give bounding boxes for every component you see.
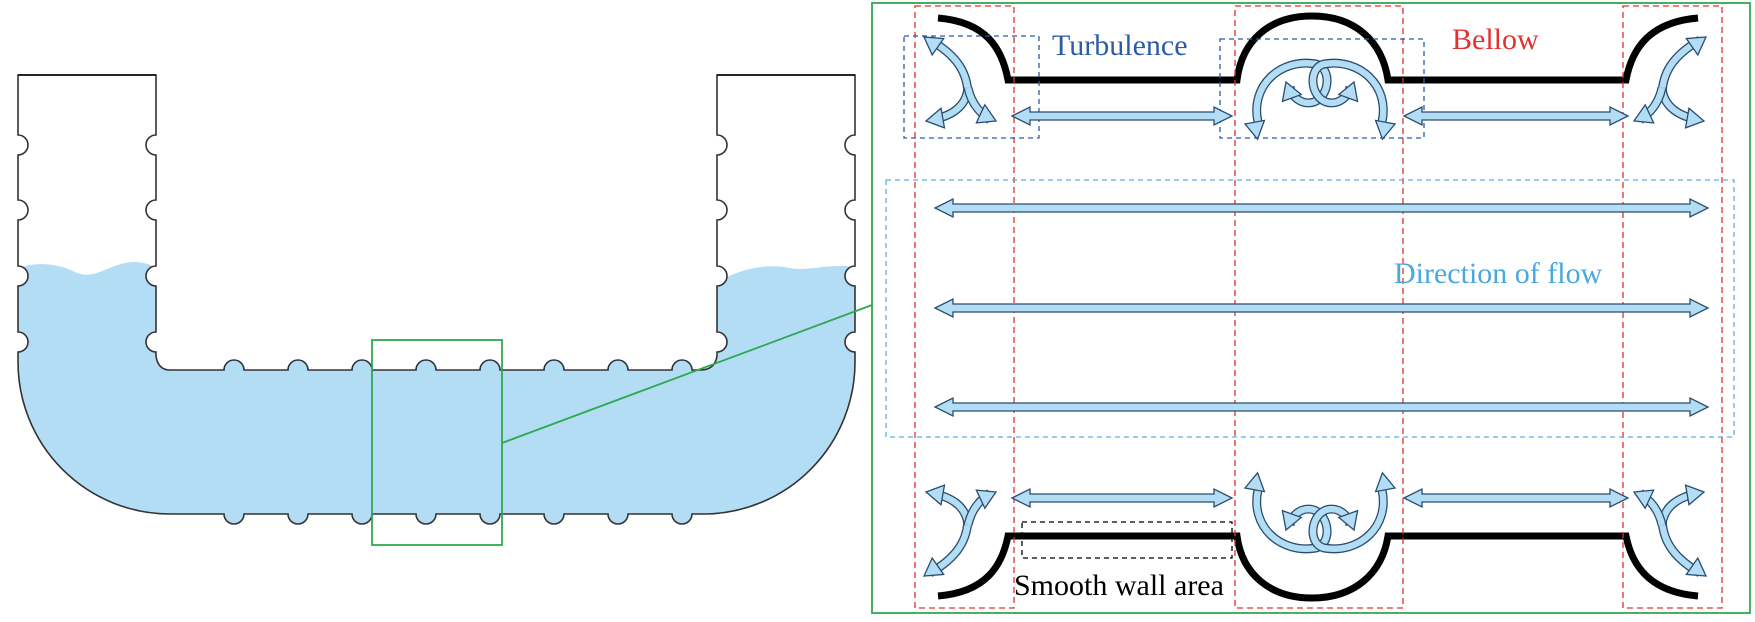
wall-arrow-top-right bbox=[1402, 105, 1630, 127]
turb-arrow-bottom-left-head-stem bbox=[922, 556, 945, 577]
turb-arrow-top-right-head-b bbox=[1632, 103, 1655, 124]
vortex-bottom-head-left bbox=[1243, 471, 1266, 493]
flow-arrows bbox=[922, 36, 1710, 577]
vortex-top-right-loop bbox=[1309, 59, 1387, 123]
vortex-top-head-inner-left bbox=[1281, 80, 1303, 103]
flow-arrow-2 bbox=[933, 297, 1710, 319]
vortex-bottom-head-inner-left bbox=[1281, 509, 1303, 532]
wall-arrow-bottom-left bbox=[1010, 487, 1234, 509]
turb-arrow-top-left-head-b bbox=[975, 103, 998, 124]
turb-arrow-top-right-head-a bbox=[1684, 106, 1706, 129]
vortex-top-head-left bbox=[1243, 119, 1266, 141]
bottom-wall bbox=[937, 532, 1699, 602]
direction-of-flow-label: Direction of flow bbox=[1394, 257, 1603, 290]
turbulence-boxes bbox=[903, 35, 1425, 139]
turb-arrow-bottom-right-head-a bbox=[1684, 484, 1706, 507]
fluid-fill bbox=[18, 262, 855, 524]
turb-arrow-bottom-right-head-stem bbox=[1685, 556, 1708, 577]
vortex-top-head-inner-right bbox=[1337, 80, 1359, 103]
wall-arrow-bottom-right bbox=[1402, 487, 1630, 509]
turb-arrow-bottom-left-head-a bbox=[924, 484, 946, 507]
vortex-bottom-head-inner-right bbox=[1337, 509, 1359, 532]
wall-arrow-top-left bbox=[1010, 105, 1234, 127]
turbulence-box-center bbox=[1219, 38, 1425, 139]
magnified-panel: Turbulence Bellow Direction of flow Smoo… bbox=[871, 2, 1751, 614]
smooth-wall-area-label: Smooth wall area bbox=[1014, 569, 1224, 602]
flow-region-box bbox=[885, 179, 1735, 438]
vortex-top-left-loop bbox=[1253, 59, 1331, 123]
vortex-bottom-left-loop bbox=[1253, 489, 1331, 553]
u-pipe bbox=[17, 74, 873, 546]
vortex-bottom-head-right bbox=[1374, 471, 1397, 493]
turb-arrow-top-left-head-a bbox=[924, 106, 946, 129]
pipe-outline bbox=[17, 74, 856, 525]
vortex-top-head-right bbox=[1374, 119, 1397, 141]
smooth-wall-box bbox=[1021, 521, 1233, 559]
flow-arrow-3 bbox=[933, 396, 1710, 418]
turb-arrow-bottom-left-head-b bbox=[975, 489, 998, 510]
turb-arrow-bottom-right-head-b bbox=[1632, 489, 1655, 510]
bellow-box-center bbox=[1234, 5, 1404, 609]
turbulence-label: Turbulence bbox=[1052, 29, 1188, 62]
bellow-label: Bellow bbox=[1452, 23, 1539, 56]
turb-arrow-top-left-head-stem bbox=[922, 36, 945, 57]
turb-arrow-top-right-head-stem bbox=[1685, 36, 1708, 57]
vortex-bottom-right-loop bbox=[1309, 489, 1387, 553]
flow-arrow-1 bbox=[933, 197, 1710, 219]
zoom-connector-line bbox=[501, 304, 873, 444]
turbulence-box-left bbox=[903, 35, 1040, 139]
top-wall bbox=[937, 12, 1699, 84]
